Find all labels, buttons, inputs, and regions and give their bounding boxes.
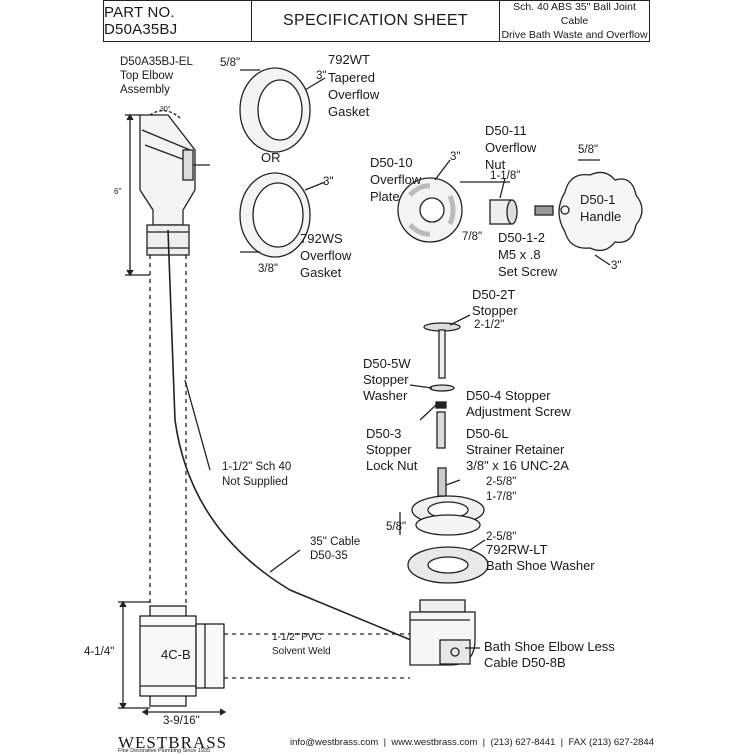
or-label: OR [261, 150, 281, 165]
screw-spec: M5 x .8 [498, 247, 541, 262]
adjustment-screw [436, 411, 446, 449]
tee-fitting [139, 605, 225, 707]
ws-dim: 3/8" [258, 263, 279, 275]
three-inch-d: 3" [611, 260, 622, 272]
plate-name-1: Overflow [370, 172, 422, 187]
shoe-washer-dim: 2-5/8" [486, 531, 517, 543]
shoe-washer-code: 792RW-LT [486, 542, 548, 557]
ws-code: 792WS [300, 231, 343, 246]
pvc-note-1: 1-1/2" PVC [272, 632, 322, 643]
pipe-note-2: Not Supplied [222, 476, 288, 488]
nut-code: D50-11 [485, 123, 527, 138]
three-inch-c: 3" [450, 151, 461, 163]
handle-code: D50-1 [580, 192, 616, 207]
plate-code: D50-10 [370, 155, 413, 170]
stopper [423, 322, 461, 379]
washer-name-2: Washer [363, 388, 408, 403]
contact-web[interactable]: www.westbrass.com [391, 737, 478, 748]
three-inch-b: 3" [323, 176, 334, 188]
bath-shoe-washer [407, 546, 489, 584]
brand-tagline: Fine Decorative Plumbing Since 1935 [118, 748, 211, 754]
lock-name-1: Stopper [366, 442, 412, 457]
tee-code: 4C-B [161, 647, 191, 662]
set-screw [534, 205, 554, 216]
wt-dim: 5/8" [220, 57, 241, 69]
plate-name-2: Plate [370, 189, 400, 204]
tee-height-dim: 4-1/4" [84, 646, 115, 658]
six-inch-label: 6" [114, 187, 122, 196]
stopper-name: Stopper [472, 303, 518, 318]
stopper-washer [429, 384, 455, 392]
washer-name-1: Stopper [363, 372, 409, 387]
bath-shoe-elbow [409, 599, 476, 666]
contact-fax: FAX (213) 627-2844 [568, 737, 654, 748]
strainer-dim-b: 1-7/8" [486, 491, 517, 503]
title-block: PART NO. D50A35BJ SPECIFICATION SHEET Sc… [103, 0, 650, 42]
overflow-gasket-ws [239, 172, 311, 258]
retainer-code: D50-6L [466, 426, 509, 441]
retainer-name: Strainer Retainer [466, 442, 565, 457]
handle [558, 171, 643, 252]
strainer-dim-c: 5/8" [386, 521, 407, 533]
pipe-note-1: 1-1/2" Sch 40 [222, 461, 292, 473]
top-elbow-assembly [139, 110, 210, 256]
contact-line: info@westbrass.com | www.westbrass.com |… [290, 737, 654, 748]
strainer [411, 495, 485, 536]
wt-name-3: Gasket [328, 104, 370, 119]
strainer-retainer [437, 467, 447, 497]
elbow-code: D50A35BJ-EL [120, 56, 193, 68]
brand-logo: WESTBRASS [118, 733, 228, 752]
tapered-overflow-gasket [239, 67, 311, 153]
contact-phone: (213) 627-8441 [490, 737, 556, 748]
nut-name-2: Nut [485, 157, 506, 172]
elbow-name-1: Top Elbow [120, 70, 174, 82]
wt-name-2: Overflow [328, 87, 380, 102]
sheet-title: SPECIFICATION SHEET [252, 1, 500, 41]
ws-name-1: Overflow [300, 248, 352, 263]
nut-name-1: Overflow [485, 140, 537, 155]
washer-code: D50-5W [363, 356, 411, 371]
shoe-name-1: Bath Shoe Elbow Less [484, 639, 615, 654]
ws-name-2: Gasket [300, 265, 342, 280]
product-description: Sch. 40 ABS 35" Ball Joint Cable Drive B… [500, 1, 649, 41]
elbow-name-2: Assembly [120, 84, 170, 96]
adjustment-name: Adjustment Screw [466, 404, 571, 419]
contact-email[interactable]: info@westbrass.com [290, 737, 379, 748]
nut-dim: 1-1/8" [490, 170, 521, 182]
stopper-code: D50-2T [472, 287, 516, 302]
screw-name: Set Screw [498, 264, 558, 279]
overflow-nut [489, 199, 518, 225]
part-number: PART NO. D50A35BJ [104, 1, 252, 41]
cable-length: 35" Cable [310, 536, 361, 548]
pvc-note-2: Solvent Weld [272, 646, 331, 657]
cable [167, 229, 436, 651]
adjustment-code: D50-4 Stopper [466, 388, 551, 403]
cable-code: D50-35 [310, 550, 348, 562]
shoe-name-2: Cable D50-8B [484, 655, 566, 670]
stopper-size: 2-1/2" [474, 319, 505, 331]
stopper-lock-nut [435, 401, 447, 409]
retainer-spec: 3/8" x 16 UNC-2A [466, 458, 569, 473]
shoe-washer-name: Bath Shoe Washer [486, 558, 595, 573]
pipe-not-supplied [149, 255, 187, 605]
screw-code: D50-1-2 [498, 230, 545, 245]
lock-code: D50-3 [366, 426, 402, 441]
lock-name-2: Lock Nut [366, 458, 418, 473]
description-line-2: Drive Bath Waste and Overflow [501, 29, 648, 41]
wt-code: 792WT [328, 52, 370, 67]
tee-width-dim: 3-9/16" [163, 715, 200, 727]
overflow-plate [397, 177, 463, 243]
wt-name-1: Tapered [328, 70, 375, 85]
nut-dim-78: 7/8" [462, 231, 483, 243]
three-inch-a: 3" [316, 70, 327, 82]
handle-name: Handle [580, 209, 622, 224]
description-line-1: Sch. 40 ABS 35" Ball Joint Cable [513, 1, 636, 27]
handle-dim: 5/8" [578, 144, 599, 156]
angle-label: 30° [160, 106, 171, 113]
strainer-dim-a: 2-5/8" [486, 476, 517, 488]
